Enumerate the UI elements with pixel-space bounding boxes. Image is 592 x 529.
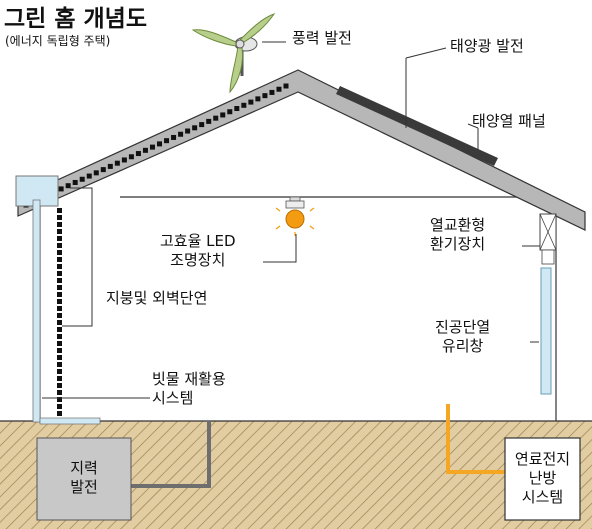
roof: [17, 69, 586, 231]
label-fuel-line1: 연료전지: [514, 450, 571, 468]
label-fuel-line3: 시스템: [521, 488, 564, 506]
label-led-line1: 고효율 LED: [160, 232, 236, 250]
solar-pv-panel: [336, 86, 498, 166]
label-fuel-cell: 연료전지 난방 시스템: [505, 450, 580, 507]
led-lamp: [275, 196, 315, 236]
label-rain-line1: 빗물 재활용: [152, 370, 226, 388]
label-vent: 열교환형 환기장치: [430, 216, 485, 254]
label-solar-pv: 태양광 발전: [450, 37, 524, 55]
label-rainwater: 빗물 재활용 시스템: [152, 370, 226, 408]
fuel-pipe: [446, 404, 505, 474]
label-geo-line2: 발전: [70, 478, 98, 496]
label-led-line2: 조명장치: [170, 251, 226, 269]
label-vent-line2: 환기장치: [430, 235, 486, 253]
wall-insulation: [57, 208, 62, 416]
vent-unit: [539, 213, 557, 265]
label-glass-line1: 진공단열: [435, 318, 491, 336]
label-fuel-line2: 난방: [528, 469, 557, 487]
label-vent-line1: 열교환형: [430, 216, 486, 234]
fuel-box: [504, 437, 581, 521]
label-wind-power: 풍력 발전: [292, 29, 352, 47]
page-subtitle: (에너지 독립형 주택): [5, 34, 111, 48]
leader-lines: [42, 41, 540, 399]
rain-downpipe: [32, 199, 41, 423]
label-solar-thermal: 태양열 패널: [472, 112, 546, 130]
geo-box: [36, 437, 132, 521]
vacuum-glass-window: [540, 267, 552, 395]
label-rain-line2: 시스템: [152, 389, 194, 407]
label-geothermal: 지력 발전: [37, 459, 131, 497]
label-geo-line1: 지력: [70, 459, 98, 477]
rain-pipe-bottom: [39, 417, 101, 425]
label-led: 고효율 LED 조명장치: [160, 232, 236, 270]
label-insulation: 지붕및 외벽단연: [106, 289, 208, 307]
wind-turbine: [191, 13, 276, 94]
label-glass-line2: 유리창: [441, 337, 484, 355]
geo-pipe: [131, 421, 211, 488]
roof-insulation: [23, 83, 289, 208]
label-vacuum-glass: 진공단열 유리창: [435, 318, 490, 356]
page-title: 그린 홈 개념도: [4, 6, 147, 32]
